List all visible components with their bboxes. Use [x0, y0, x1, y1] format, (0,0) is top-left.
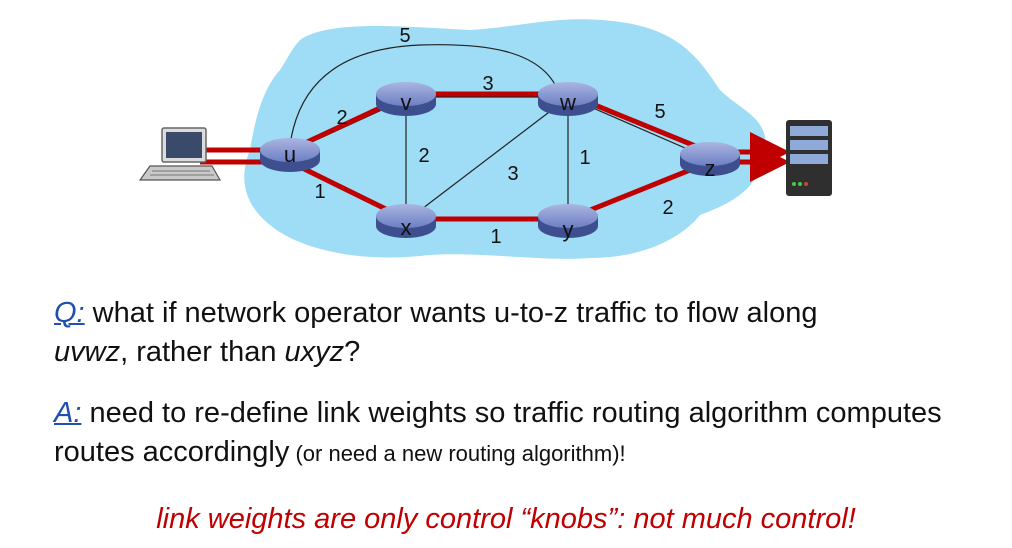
- answer-part1: need to re-define link weights so traffi…: [54, 397, 942, 468]
- footer-note: link weights are only control “knobs”: n…: [156, 503, 856, 535]
- weight-u-w: 5: [399, 25, 410, 47]
- router-w: w: [538, 82, 598, 116]
- answer-tag: A:: [54, 397, 82, 429]
- network-cloud: [244, 19, 766, 259]
- question-tag: Q:: [54, 297, 85, 329]
- question-text: Q: what if network operator wants u-to-z…: [54, 294, 994, 372]
- question-part2: , rather than: [120, 336, 285, 368]
- node-label-y: y: [563, 217, 574, 242]
- laptop-icon: [138, 127, 222, 181]
- weight-x-w: 3: [507, 163, 518, 185]
- question-path1: uvwz: [54, 336, 121, 368]
- weight-u-x: 1: [314, 181, 325, 203]
- router-x: x: [376, 204, 436, 240]
- answer-part2: (or need a new routing algorithm)!: [289, 441, 626, 466]
- router-y: y: [538, 204, 598, 242]
- node-label-x: x: [401, 215, 412, 240]
- router-v: v: [376, 82, 436, 116]
- weight-x-y: 1: [490, 226, 501, 248]
- link-x-w: [409, 99, 566, 219]
- weight-v-x: 2: [418, 145, 429, 167]
- weight-v-w: 3: [482, 73, 493, 95]
- weight-u-v: 2: [336, 107, 347, 129]
- question-part3: ?: [344, 336, 361, 368]
- node-label-z: z: [705, 156, 716, 181]
- weight-w-z: 5: [654, 101, 665, 123]
- link-u-w: [289, 44, 561, 146]
- answer-text: A: need to re-define link weights so tra…: [54, 394, 994, 473]
- node-label-w: w: [559, 90, 576, 115]
- weight-y-z: 2: [662, 197, 673, 219]
- node-label-v: v: [401, 90, 412, 115]
- weight-w-y: 1: [579, 147, 590, 169]
- question-part1: what if network operator wants u-to-z tr…: [84, 297, 818, 329]
- router-z: z: [680, 142, 740, 181]
- server-icon: [786, 120, 832, 196]
- router-u: u: [260, 138, 320, 172]
- node-label-u: u: [284, 142, 296, 167]
- question-path2: uxyz: [284, 336, 345, 368]
- network-diagram: u v w x y z 5 3 2 5 2 3 1 1 2 1: [138, 19, 832, 259]
